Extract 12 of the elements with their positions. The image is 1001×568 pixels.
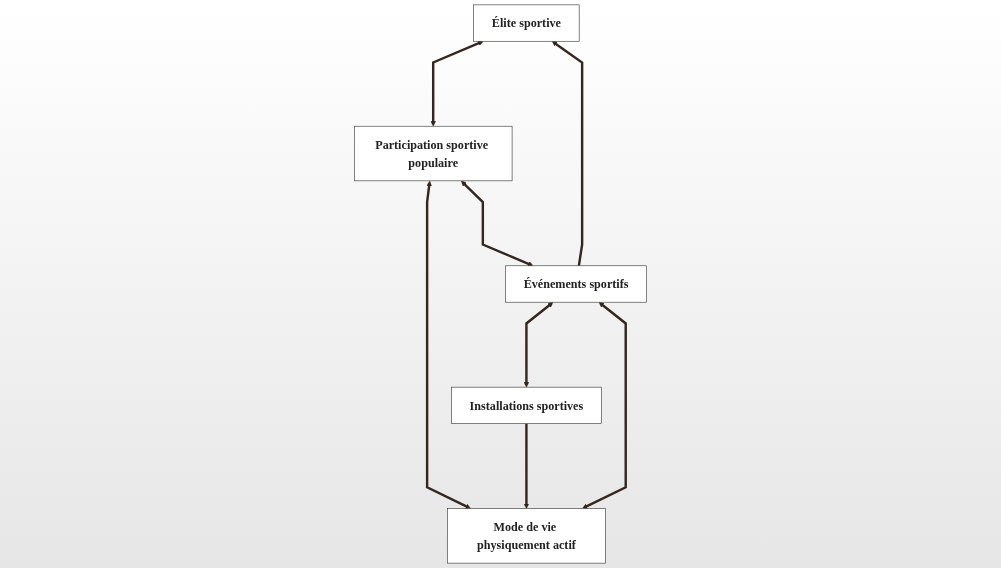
node-box: Participation sportive populaire bbox=[354, 125, 513, 182]
node-box: Installations sportives bbox=[451, 386, 602, 424]
arrow bbox=[461, 180, 534, 267]
arrow bbox=[523, 423, 530, 509]
arrow bbox=[523, 302, 554, 388]
arrow bbox=[582, 301, 627, 509]
arrow bbox=[425, 180, 471, 509]
arrow bbox=[430, 40, 484, 127]
node-box: Mode de vie physiquement actif bbox=[447, 508, 606, 564]
arrow bbox=[551, 41, 584, 266]
node-box: Élite sportive bbox=[473, 4, 580, 42]
node-box: Événements sportifs bbox=[505, 265, 647, 303]
